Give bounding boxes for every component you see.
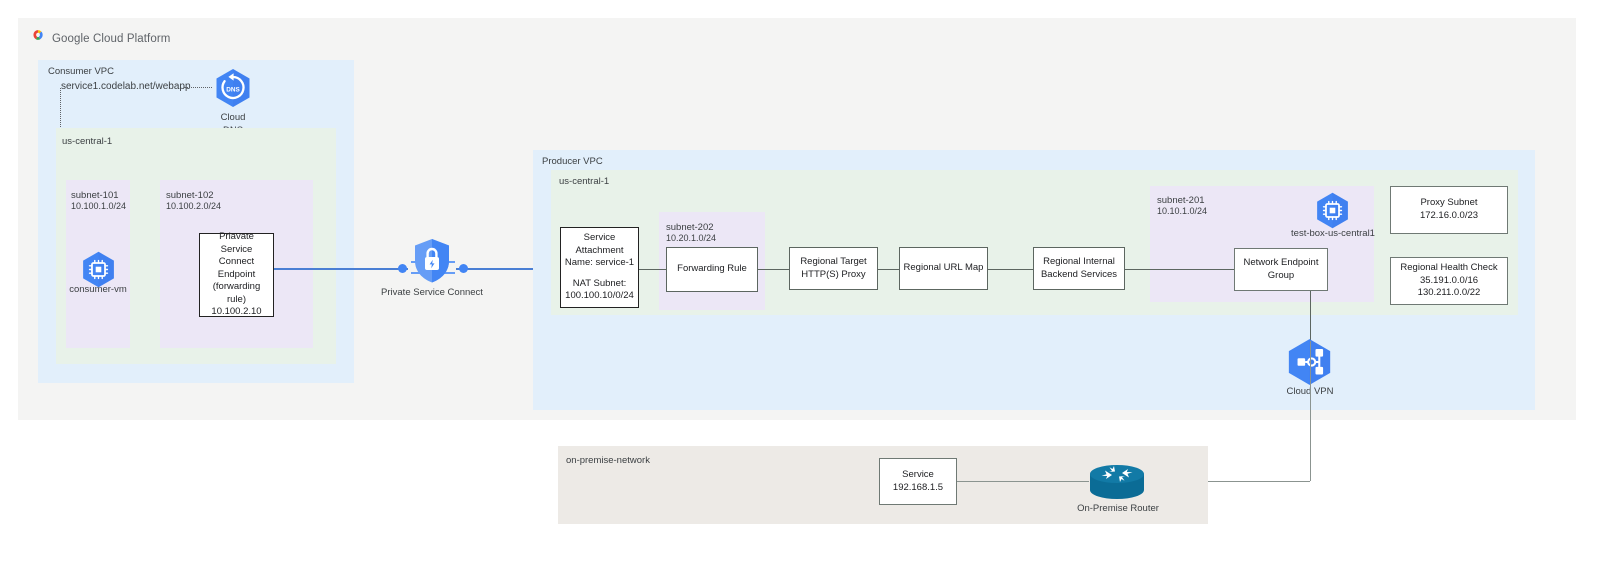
neg-line2: Group <box>1267 269 1295 281</box>
proxy-subnet-box: Proxy Subnet 172.16.0.0/23 <box>1390 186 1508 234</box>
psc-endpoint-box: Priavate Service Connect Endpoint (forwa… <box>199 231 274 317</box>
cloud-vpn-icon <box>1283 337 1336 387</box>
subnet-102-cidr: 10.100.2.0/24 <box>166 201 222 211</box>
service-attachment-line3: Name: service-1 <box>564 257 635 269</box>
on-premise-service-line2: 192.168.1.5 <box>892 481 944 493</box>
service-attachment-box: Service Attachment Name: service-1 NAT S… <box>560 227 639 308</box>
regional-url-map-box: Regional URL Map <box>899 247 988 290</box>
link-neg-to-vpn <box>1310 291 1311 341</box>
svg-text:DNS: DNS <box>226 86 240 93</box>
service-attachment-line4: NAT Subnet: <box>572 277 627 289</box>
dns-dotted-to-clouddns <box>184 87 212 88</box>
backend-services-line1: Regional Internal <box>1043 255 1115 267</box>
private-service-connect-icon <box>412 238 452 284</box>
producer-region-title: us-central-1 <box>559 176 610 187</box>
psc-dot-left <box>398 264 407 273</box>
psc-dash-right-upper <box>444 261 455 263</box>
link-urlmap-to-backend <box>988 269 1033 270</box>
psc-dot-right <box>459 264 468 273</box>
service-attachment-line5: 100.100.10/0/24 <box>565 290 634 302</box>
private-service-connect-label: Private Service Connect <box>381 287 483 298</box>
cloud-dns-icon: DNS <box>211 66 255 110</box>
backend-services-box: Regional Internal Backend Services <box>1033 247 1125 290</box>
link-backend-to-neg <box>1125 269 1234 270</box>
subnet-202-cidr: 10.20.1.0/24 <box>666 233 717 243</box>
service-attachment-line2: Attachment <box>575 244 624 256</box>
regional-target-proxy-box: Regional Target HTTP(S) Proxy <box>789 247 878 290</box>
consumer-vm-icon <box>78 249 119 290</box>
forwarding-rule-box: Forwarding Rule <box>666 247 758 292</box>
proxy-subnet-line2: 172.16.0.0/23 <box>1419 210 1479 221</box>
subnet-101-cidr: 10.100.1.0/24 <box>71 201 127 211</box>
consumer-vpc-title: Consumer VPC <box>48 66 114 77</box>
link-proxy-to-urlmap <box>878 269 899 270</box>
subnet-202-name: subnet-202 <box>666 222 714 233</box>
psc-dash-right-lower <box>444 272 455 274</box>
test-box-label: test-box-us-central1 <box>1291 228 1375 239</box>
backend-services-line2: Backend Services <box>1040 268 1118 280</box>
consumer-region-title: us-central-1 <box>62 136 113 147</box>
on-premise-title: on-premise-network <box>566 455 650 466</box>
link-fr-to-proxy <box>758 269 789 270</box>
producer-vpc-title: Producer VPC <box>542 156 603 167</box>
on-premise-router-icon <box>1086 461 1148 502</box>
regional-health-check-box: Regional Health Check 35.191.0.0/16 130.… <box>1390 257 1508 305</box>
on-premise-service-line1: Service <box>902 468 934 480</box>
on-premise-router-label: On-Premise Router <box>1077 503 1159 514</box>
test-box-vm-icon <box>1312 190 1353 231</box>
neg-line1: Network Endpoint <box>1243 256 1319 268</box>
network-endpoint-group-box: Network Endpoint Group <box>1234 248 1328 291</box>
gcp-brand-text: Google Cloud Platform <box>52 32 171 45</box>
target-proxy-line1: Regional Target <box>800 255 867 267</box>
subnet-201-cidr: 10.10.1.0/24 <box>1157 206 1208 216</box>
link-vpn-down <box>1310 341 1311 481</box>
subnet-102-name: subnet-102 <box>166 190 214 201</box>
google-cloud-logo-icon <box>30 28 46 49</box>
subnet-101-name: subnet-101 <box>71 190 119 201</box>
proxy-subnet-line1: Proxy Subnet <box>1420 197 1478 209</box>
link-service-to-router <box>957 481 1089 482</box>
dns-record-label: service1.codelab.net/webapp <box>61 81 191 92</box>
psc-link-right <box>456 268 561 270</box>
subnet-201-name: subnet-201 <box>1157 195 1205 206</box>
health-check-line1: Regional Health Check <box>1400 262 1498 274</box>
psc-dash-left-lower <box>411 272 422 274</box>
psc-link-left <box>274 268 408 270</box>
on-premise-service-box: Service 192.168.1.5 <box>879 458 957 505</box>
health-check-line3: 130.211.0.0/22 <box>1417 287 1481 299</box>
cloud-dns-label-line1: Cloud <box>220 112 246 123</box>
health-check-line2: 35.191.0.0/16 <box>1419 274 1479 286</box>
link-vpn-to-router <box>1150 481 1310 482</box>
link-sa-to-fr <box>639 269 666 270</box>
service-attachment-line1: Service <box>583 232 616 244</box>
gcp-header: Google Cloud Platform <box>30 28 170 49</box>
target-proxy-line2: HTTP(S) Proxy <box>801 268 866 280</box>
consumer-vm-label: consumer-vm <box>69 284 127 295</box>
